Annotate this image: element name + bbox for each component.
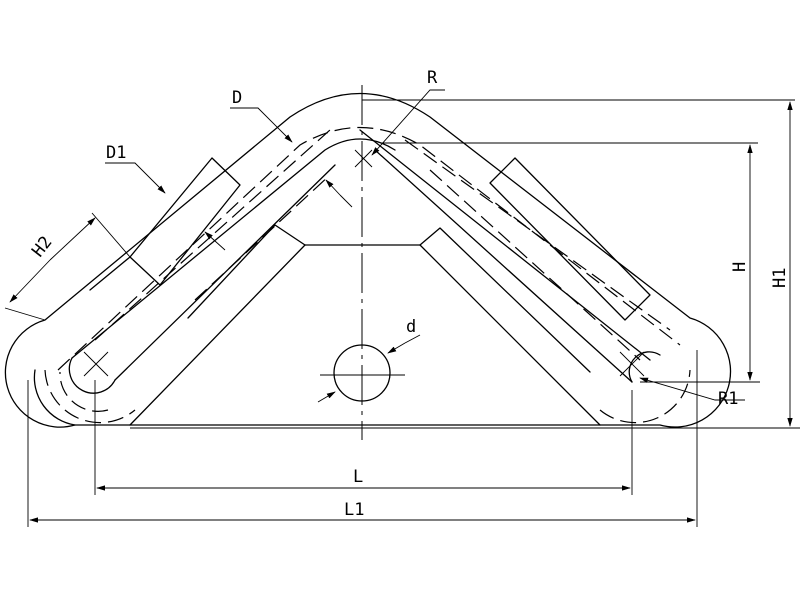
right-inner-plate [419, 227, 591, 373]
label-H: H [730, 262, 750, 272]
cross-marks [83, 149, 645, 377]
bar-left-inner [71, 138, 396, 359]
label-H2: H2 [28, 233, 56, 261]
bar-outer-contour [4, 92, 732, 428]
label-d: d [406, 317, 416, 337]
left-outer-plate [129, 157, 241, 286]
hole [317, 334, 421, 403]
label-H1: H1 [770, 268, 790, 288]
tube-centerlines [44, 126, 691, 424]
bar-right-inner-2 [419, 244, 601, 426]
left-lower-pad [33, 369, 76, 426]
bar-right-end [628, 351, 661, 383]
left-inner-plate [187, 224, 306, 319]
label-D: D [232, 88, 242, 108]
dimensions [4, 89, 800, 527]
dim-H2-line [49, 217, 96, 261]
bar-right-inner-3 [374, 149, 633, 383]
bent-bar [4, 92, 732, 428]
dim-D-leader [230, 107, 293, 143]
label-R: R [427, 68, 438, 88]
bar-right-inner [359, 129, 651, 361]
bar-left-end [68, 357, 116, 394]
right-outer-plate [489, 157, 651, 321]
bar-left-inner-3 [129, 244, 306, 426]
label-L1: L1 [344, 500, 364, 520]
bar-left-inner-2 [114, 164, 336, 381]
plates [89, 157, 651, 373]
dim-R-leader [371, 89, 445, 156]
dim-D1-leader [105, 162, 166, 194]
dim-R1-leader [639, 377, 745, 401]
label-R1: R1 [718, 389, 738, 409]
label-L: L [353, 467, 363, 487]
hole-circle [333, 344, 391, 402]
label-D1: D1 [106, 143, 126, 163]
labels: D D1 R H2 d H H1 R1 L L1 [28, 68, 790, 520]
